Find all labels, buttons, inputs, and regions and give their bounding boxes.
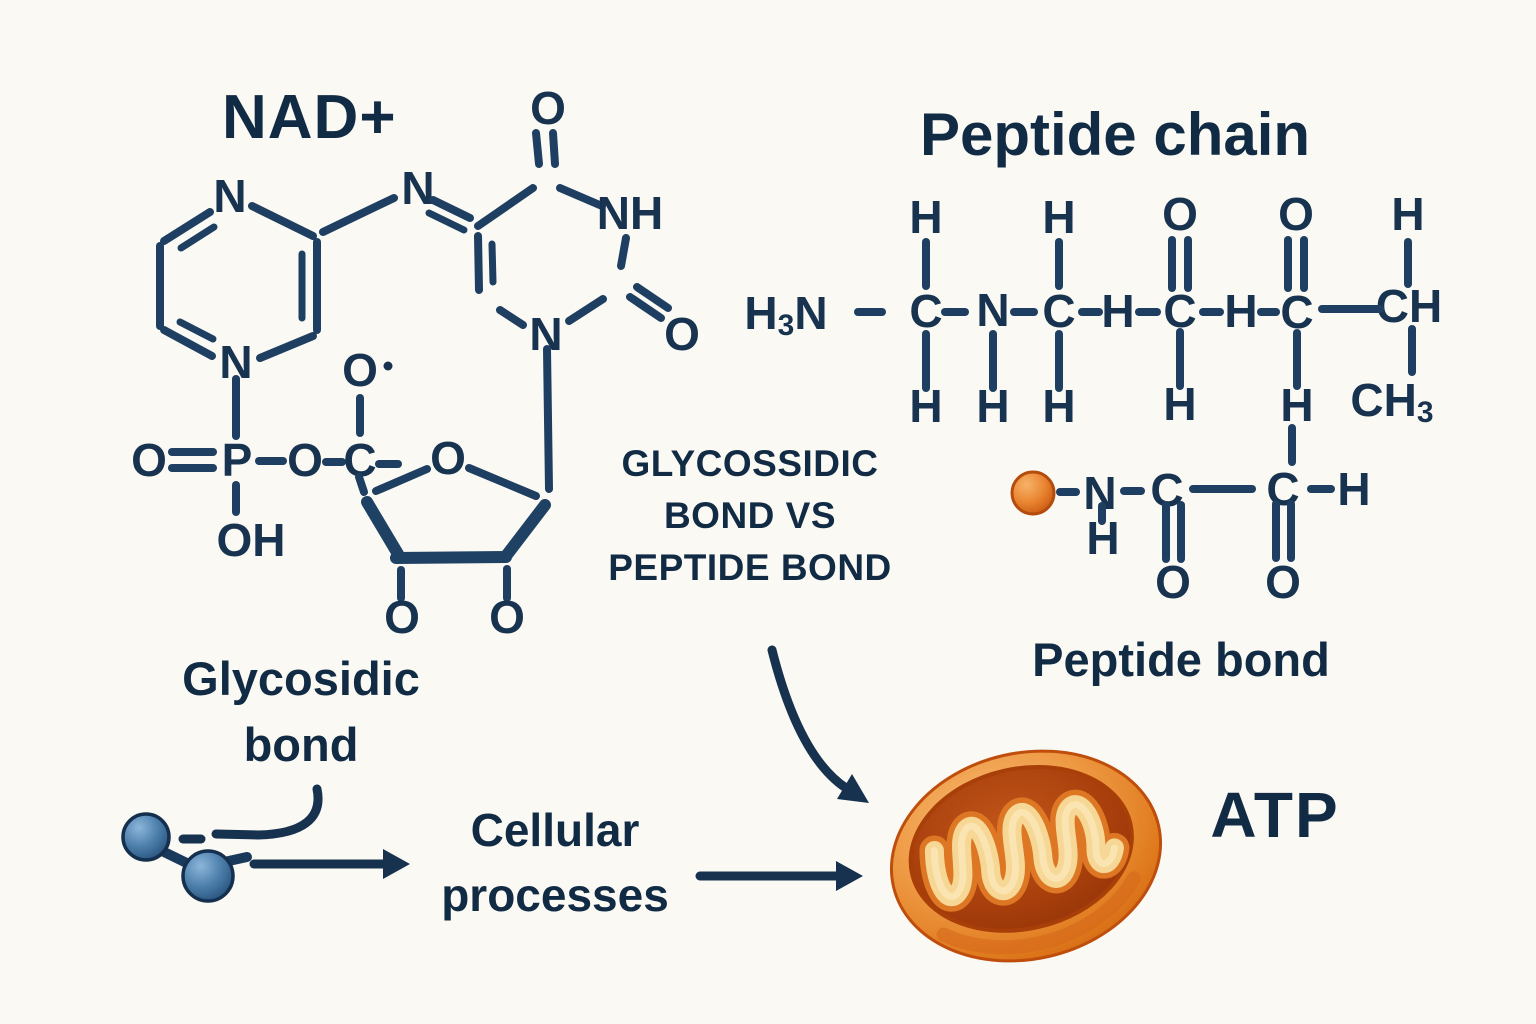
atom-o: O [1265, 556, 1301, 608]
atom-c: C [909, 285, 942, 337]
atom-n: N [213, 170, 246, 222]
atom-o-radical: O [342, 344, 378, 396]
amino-group: H3N [744, 287, 827, 342]
ch3-group: CH3 [1350, 374, 1433, 429]
bond-double-inner [425, 209, 468, 234]
bond [543, 345, 553, 493]
center-heading-line3: PEPTIDE BOND [608, 547, 892, 588]
atom-ch: CH [1376, 280, 1442, 332]
bond-wedge [390, 551, 512, 564]
bond [248, 202, 317, 240]
atom-h: H [1042, 380, 1075, 432]
bond-double [532, 129, 543, 168]
peptide-bond-label: Peptide bond [1032, 633, 1330, 686]
bond-double [549, 129, 559, 168]
atom-n: N [401, 162, 434, 214]
center-heading-line1: GLYCOSSIDIC [621, 443, 879, 484]
peptide-chain-title: Peptide chain [919, 101, 1311, 168]
cristae-highlight [930, 801, 1118, 900]
bond [256, 332, 317, 362]
bond-double [626, 293, 665, 322]
nad-structure: N N N O NH O N O P O C O [131, 82, 700, 643]
atom-h: H [1042, 191, 1075, 243]
atom-h: H [744, 287, 777, 339]
arrowhead [383, 849, 410, 879]
bond-double-inner [176, 318, 217, 343]
glycosidic-bond-label: Glycosidic bond [140, 646, 462, 778]
atom-n: N [794, 287, 827, 339]
atom-h: H [1224, 285, 1257, 337]
blue-sphere [121, 812, 171, 862]
arrowhead [837, 774, 869, 803]
atom-h: H [1337, 463, 1370, 515]
atom-h: H [1391, 188, 1424, 240]
curved-arrow-to-mitochondrion [767, 645, 851, 793]
blue-sphere [181, 849, 235, 903]
atom-ch: CH [1350, 374, 1416, 426]
mitochondrion-illustration [889, 749, 1163, 963]
bond [160, 208, 214, 245]
atom-h: H [1086, 512, 1119, 564]
cellular-processes-line2: processes [441, 869, 669, 921]
bond [160, 326, 216, 360]
atom-o: O [287, 434, 323, 486]
atom-h: H [1163, 378, 1196, 430]
glycosidic-molecule [121, 784, 323, 903]
subscript: 3 [1417, 396, 1434, 429]
atom-nh: NH [597, 187, 663, 239]
glycosidic-bond-label-line2: bond [243, 718, 359, 771]
cellular-processes-line1: Cellular [470, 804, 640, 856]
bond [556, 184, 606, 210]
bond [474, 232, 483, 294]
atom-o: O [131, 434, 167, 486]
bond [372, 465, 431, 495]
bond-double-inner [488, 240, 497, 286]
atom-p: P [222, 434, 253, 486]
peptide-chain-structure: H H O O H H3N C N C H C H C CH [744, 188, 1442, 466]
peptide-bond-structure: N C C H H O O [1010, 463, 1371, 608]
nad-title: NAD+ [222, 83, 397, 152]
bond [565, 295, 607, 325]
atom-o: O [1278, 188, 1314, 240]
center-heading-line2: BOND VS [663, 495, 837, 536]
atom-o: O [530, 82, 566, 134]
atom-h: H [1101, 285, 1134, 337]
atom-o: O [1155, 556, 1191, 608]
arrowhead [836, 861, 863, 891]
orange-sphere [1010, 470, 1056, 516]
bond-double [633, 283, 672, 312]
atom-h: H [976, 380, 1009, 432]
atom-c: C [1042, 285, 1075, 337]
atom-o: O [489, 591, 525, 643]
atom-o: O [1162, 188, 1198, 240]
bond [496, 306, 527, 329]
bond-wedge [500, 499, 551, 562]
glycosidic-bond-label-line1: Glycosidic [182, 652, 420, 705]
radical-dot [383, 361, 393, 371]
atp-label: ATP [1210, 779, 1340, 851]
bond [429, 196, 474, 222]
atom-h: H [1280, 379, 1313, 431]
center-heading: GLYCOSSIDIC BOND VS PEPTIDE BOND [553, 438, 947, 594]
bond-double-inner [177, 223, 218, 252]
bond [617, 234, 630, 270]
glycosidic-pointer-curve [211, 784, 323, 840]
atom-h: H [909, 191, 942, 243]
subscript: 3 [778, 309, 795, 342]
cellular-processes-label: Cellular processes [403, 798, 707, 928]
mitochondrion-shading [936, 871, 1141, 955]
atom-o: O [430, 432, 466, 484]
bond [465, 464, 540, 500]
atom-h: H [909, 380, 942, 432]
atom-o: O [664, 308, 700, 360]
atom-o: O [384, 591, 420, 643]
bond [474, 184, 537, 230]
atom-oh: OH [217, 514, 286, 566]
bond [319, 194, 398, 236]
bond-wedge [361, 496, 404, 560]
bond [355, 473, 368, 496]
atom-n: N [976, 284, 1009, 336]
flow-arrows [249, 645, 869, 891]
